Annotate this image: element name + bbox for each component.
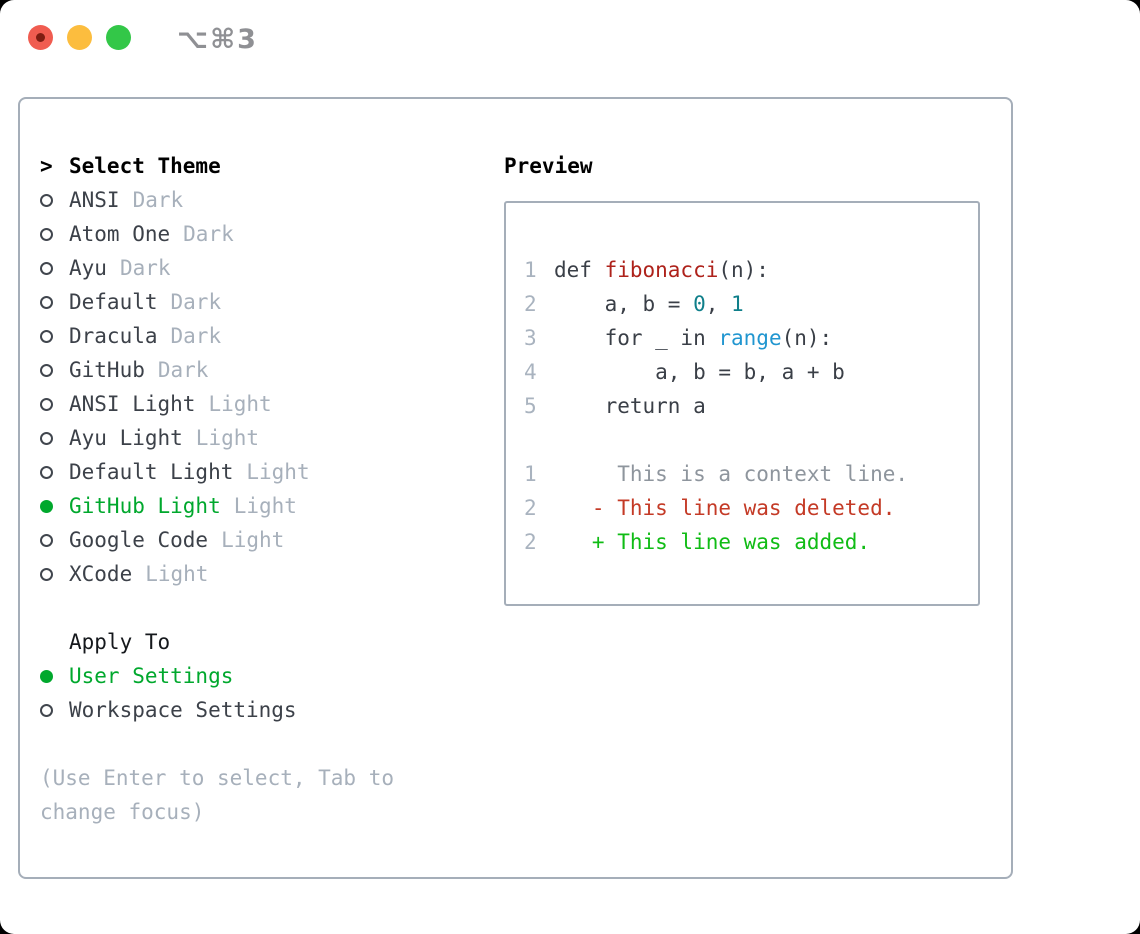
prompt-icon: > (40, 154, 53, 178)
radio-unselected-icon (40, 329, 69, 343)
theme-option-ayu-dark[interactable]: Ayu Dark (40, 251, 504, 285)
theme-list-column: > Select Theme ANSI Dark Atom One Dark A… (40, 149, 504, 877)
radio-unselected-icon (40, 261, 69, 275)
function-name-token: fibonacci (604, 258, 719, 282)
diff-context-line: 1 This is a context line. (524, 462, 909, 486)
close-button-icon[interactable] (28, 25, 53, 50)
code-line: 5 return a (524, 394, 706, 418)
theme-option-default-dark[interactable]: Default Dark (40, 285, 504, 319)
radio-unselected-icon (40, 567, 69, 581)
code-line: 3 for _ in range(n): (524, 326, 833, 350)
code-line: 2 a, b = 0, 1 (524, 292, 744, 316)
radio-unselected-icon (40, 465, 69, 479)
blank-line (524, 423, 978, 457)
theme-option-ansi-light[interactable]: ANSI Light Light (40, 387, 504, 421)
select-theme-header-row: > Select Theme (40, 149, 504, 183)
titlebar: ⌥⌘3 (0, 0, 1140, 97)
apply-to-header: Apply To (69, 630, 171, 654)
radio-unselected-icon (40, 431, 69, 445)
number-token: 1 (731, 292, 744, 316)
radio-unselected-icon (40, 397, 69, 411)
section-spacer (40, 727, 504, 761)
apply-to-header-row: Apply To (40, 625, 504, 659)
radio-unselected-icon (40, 533, 69, 547)
minimize-button-icon[interactable] (67, 25, 92, 50)
radio-selected-icon (40, 499, 69, 513)
select-theme-header: Select Theme (69, 154, 221, 178)
number-token: 0 (693, 292, 706, 316)
preview-header: Preview (504, 154, 593, 178)
radio-unselected-icon (40, 193, 69, 207)
theme-option-google-code-light[interactable]: Google Code Light (40, 523, 504, 557)
theme-option-xcode-light[interactable]: XCode Light (40, 557, 504, 591)
diff-added-line: 2 + This line was added. (524, 530, 871, 554)
preview-header-row: Preview (504, 149, 1011, 183)
radio-selected-icon (40, 669, 69, 683)
apply-to-option-user-settings[interactable]: User Settings (40, 659, 504, 693)
zoom-button-icon[interactable] (106, 25, 131, 50)
builtin-token: range (718, 326, 782, 350)
apply-to-option-workspace-settings[interactable]: Workspace Settings (40, 693, 504, 727)
radio-unselected-icon (40, 703, 69, 717)
section-spacer (40, 591, 504, 625)
code-line: 4 a, b = b, a + b (524, 360, 845, 384)
radio-unselected-icon (40, 295, 69, 309)
theme-option-ayu-light[interactable]: Ayu Light Light (40, 421, 504, 455)
theme-option-github-dark[interactable]: GitHub Dark (40, 353, 504, 387)
help-text: (Use Enter to select, Tab to change focu… (40, 766, 395, 824)
diff-deleted-line: 2 - This line was deleted. (524, 496, 896, 520)
window-shortcut-label: ⌥⌘3 (177, 24, 258, 55)
radio-unselected-icon (40, 363, 69, 377)
theme-picker-panel: > Select Theme ANSI Dark Atom One Dark A… (18, 97, 1013, 879)
theme-option-atom-one-dark[interactable]: Atom One Dark (40, 217, 504, 251)
theme-option-github-light[interactable]: GitHub Light Light (40, 489, 504, 523)
theme-option-dracula-dark[interactable]: Dracula Dark (40, 319, 504, 353)
radio-unselected-icon (40, 227, 69, 241)
theme-option-ansi-dark[interactable]: ANSI Dark (40, 183, 504, 217)
theme-option-default-light[interactable]: Default Light Light (40, 455, 504, 489)
